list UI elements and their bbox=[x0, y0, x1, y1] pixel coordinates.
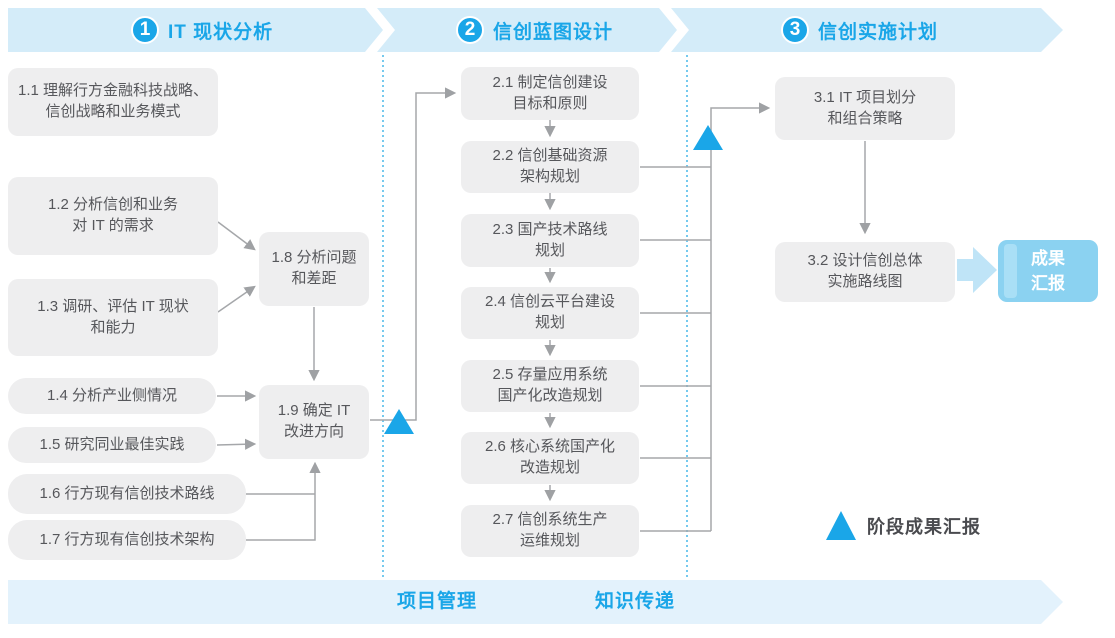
node-2-3: 2.3 国产技术路线 规划 bbox=[461, 214, 639, 267]
node-label: 规划 bbox=[534, 314, 565, 331]
node-label: 1.5 研究同业最佳实践 bbox=[39, 435, 185, 453]
node-label: 2.1 制定信创建设 bbox=[492, 73, 608, 91]
node-2-5: 2.5 存量应用系统 国产化改造规划 bbox=[461, 360, 639, 412]
node-label: 1.6 行方现有信创技术路线 bbox=[39, 484, 215, 502]
node-label: 1.1 理解行方金融科技战略、 bbox=[17, 82, 209, 100]
phase-2-number-badge: 2 bbox=[456, 16, 484, 44]
node-1-9: 1.9 确定 IT 改进方向 bbox=[259, 385, 369, 459]
phase-3-title: 信创实施计划 bbox=[818, 21, 939, 43]
result-report-box: 成果 汇报 bbox=[998, 240, 1098, 302]
node-1-4: 1.4 分析产业侧情况 bbox=[8, 378, 216, 414]
node-label: 运维规划 bbox=[519, 532, 580, 549]
node-label: 1.2 分析信创和业务 bbox=[47, 196, 179, 214]
phase-2-header: 2 信创蓝图设计 bbox=[456, 8, 613, 52]
chevron-separator-icon bbox=[365, 8, 395, 52]
node-label: 和组合策略 bbox=[827, 109, 903, 127]
node-label: 2.5 存量应用系统 bbox=[492, 366, 608, 384]
node-2-4: 2.4 信创云平台建设 规划 bbox=[461, 287, 639, 339]
node-1-7: 1.7 行方现有信创技术架构 bbox=[8, 520, 246, 560]
node-2-2: 2.2 信创基础资源 架构规划 bbox=[461, 141, 639, 193]
footer-item-knowledge-transfer: 知识传递 bbox=[595, 591, 676, 612]
node-label: 2.2 信创基础资源 bbox=[492, 147, 608, 165]
node-label: 和差距 bbox=[291, 270, 337, 287]
node-label: 1.4 分析产业侧情况 bbox=[46, 386, 178, 404]
node-label: 对 IT 的需求 bbox=[72, 217, 154, 234]
node-label: 实施路线图 bbox=[827, 273, 903, 290]
node-1-1: 1.1 理解行方金融科技战略、 信创战略和业务模式 bbox=[8, 68, 218, 136]
node-label: 改造规划 bbox=[519, 459, 580, 476]
node-label: 3.1 IT 项目划分 bbox=[813, 88, 917, 106]
phase-1-number-badge: 1 bbox=[131, 16, 159, 44]
node-label: 国产化改造规划 bbox=[497, 387, 603, 404]
node-label: 1.3 调研、评估 IT 现状 bbox=[37, 297, 189, 315]
phase-1-header: 1 IT 现状分析 bbox=[131, 8, 273, 52]
node-1-3: 1.3 调研、评估 IT 现状 和能力 bbox=[8, 279, 218, 356]
node-label: 2.6 核心系统国产化 bbox=[484, 438, 616, 456]
node-1-5: 1.5 研究同业最佳实践 bbox=[8, 427, 216, 463]
chevron-separator-icon bbox=[659, 8, 689, 52]
node-1-6: 1.6 行方现有信创技术路线 bbox=[8, 474, 246, 514]
node-label: 1.7 行方现有信创技术架构 bbox=[39, 530, 215, 548]
phase-2-title: 信创蓝图设计 bbox=[493, 21, 614, 43]
footer-item-project-management: 项目管理 bbox=[397, 591, 478, 612]
node-label: 目标和原则 bbox=[512, 94, 588, 112]
node-label: 3.2 设计信创总体 bbox=[807, 252, 923, 270]
node-2-1: 2.1 制定信创建设 目标和原则 bbox=[461, 67, 639, 120]
legend-triangle-icon bbox=[826, 511, 856, 540]
node-label: 规划 bbox=[534, 241, 565, 259]
phase-3-number-badge: 3 bbox=[781, 16, 809, 44]
node-1-8: 1.8 分析问题 和差距 bbox=[259, 232, 369, 306]
result-label: 成果 bbox=[1031, 248, 1065, 268]
node-label: 2.3 国产技术路线 bbox=[492, 220, 608, 238]
phase-banner bbox=[8, 8, 1063, 52]
phase-3-header: 3 信创实施计划 bbox=[781, 8, 938, 52]
node-label: 2.7 信创系统生产 bbox=[492, 511, 608, 529]
node-label: 信创战略和业务模式 bbox=[45, 103, 181, 120]
node-label: 改进方向 bbox=[283, 423, 344, 440]
node-label: 1.8 分析问题 bbox=[271, 249, 357, 267]
node-label: 1.9 确定 IT bbox=[277, 402, 351, 420]
phase-1-title: IT 现状分析 bbox=[168, 21, 274, 43]
footer-banner: 项目管理 知识传递 bbox=[8, 580, 1063, 624]
node-label: 2.4 信创云平台建设 bbox=[484, 293, 616, 311]
legend-label: 阶段成果汇报 bbox=[867, 516, 981, 537]
node-1-2: 1.2 分析信创和业务 对 IT 的需求 bbox=[8, 177, 218, 255]
result-label: 汇报 bbox=[1031, 274, 1065, 293]
result-block-arrow bbox=[957, 247, 997, 293]
legend-milestone: 阶段成果汇报 bbox=[826, 511, 981, 540]
node-label: 和能力 bbox=[90, 318, 136, 336]
node-label: 架构规划 bbox=[519, 168, 580, 185]
node-3-1: 3.1 IT 项目划分 和组合策略 bbox=[775, 77, 955, 140]
node-3-2: 3.2 设计信创总体 实施路线图 bbox=[775, 242, 955, 302]
result-box-highlight-stripe bbox=[1004, 244, 1017, 298]
node-2-6: 2.6 核心系统国产化 改造规划 bbox=[461, 432, 639, 484]
node-2-7: 2.7 信创系统生产 运维规划 bbox=[461, 505, 639, 557]
